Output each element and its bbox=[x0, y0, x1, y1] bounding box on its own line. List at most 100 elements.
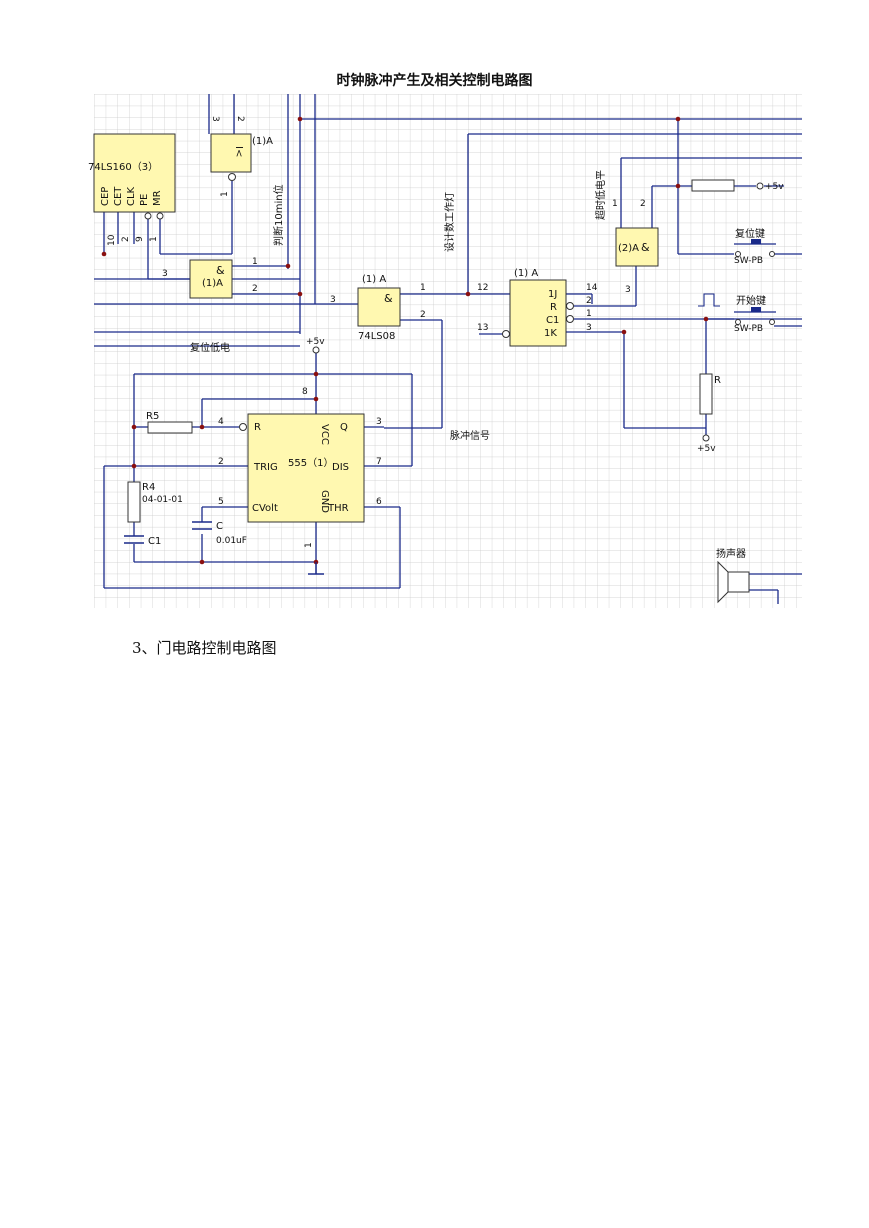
svg-text:R: R bbox=[550, 302, 557, 313]
svg-text:74LS08: 74LS08 bbox=[358, 331, 395, 342]
svg-text:(1)A: (1)A bbox=[202, 278, 223, 289]
svg-text:SW-PB: SW-PB bbox=[734, 256, 763, 266]
svg-text:2: 2 bbox=[235, 116, 245, 122]
svg-text:C1: C1 bbox=[148, 536, 161, 547]
svg-text:R5: R5 bbox=[146, 411, 159, 422]
svg-text:+5v: +5v bbox=[306, 337, 325, 347]
capacitor-c1: C1 bbox=[124, 535, 161, 547]
svg-text:C: C bbox=[216, 521, 223, 532]
svg-text:1: 1 bbox=[612, 199, 618, 209]
comparator-gate: I< (1)A 3 2 1 bbox=[210, 116, 273, 197]
resistor-top-right: +5v bbox=[691, 179, 784, 192]
svg-text:74LS160（3）: 74LS160（3） bbox=[88, 161, 158, 173]
capacitor-c: C 0.01uF bbox=[192, 521, 247, 546]
section-heading: 3、门电路控制电路图 bbox=[132, 639, 277, 657]
svg-text:4: 4 bbox=[218, 417, 224, 427]
svg-text:THR: THR bbox=[327, 503, 349, 514]
svg-text:2: 2 bbox=[420, 310, 426, 320]
svg-text:(2)A: (2)A bbox=[618, 243, 639, 254]
svg-text:2: 2 bbox=[252, 284, 258, 294]
svg-text:C1: C1 bbox=[546, 315, 559, 326]
svg-text:(1) A: (1) A bbox=[362, 274, 386, 285]
svg-text:555（1）: 555（1） bbox=[288, 457, 333, 469]
svg-text:5: 5 bbox=[218, 497, 224, 507]
svg-text:1: 1 bbox=[149, 236, 159, 242]
speaker: 扬声器 bbox=[716, 547, 750, 604]
svg-text:TRIG: TRIG bbox=[253, 462, 278, 473]
svg-text:VCC: VCC bbox=[319, 424, 330, 445]
svg-text:2: 2 bbox=[640, 199, 646, 209]
svg-text:DIS: DIS bbox=[332, 462, 349, 473]
svg-text:14: 14 bbox=[586, 283, 598, 293]
svg-text:CVolt: CVolt bbox=[252, 503, 278, 514]
svg-text:R4: R4 bbox=[142, 482, 155, 493]
svg-text:10: 10 bbox=[107, 234, 117, 246]
svg-text:R: R bbox=[714, 375, 721, 386]
jk-flip-flop: (1) A 1J R C1 1K 12 13 14 2 1 3 bbox=[477, 268, 598, 347]
svg-text:1: 1 bbox=[304, 542, 314, 548]
svg-text:04-01-01: 04-01-01 bbox=[142, 495, 183, 505]
svg-text:1: 1 bbox=[586, 309, 592, 319]
svg-text:CET: CET bbox=[113, 186, 124, 206]
resistor-r5: R5 bbox=[146, 411, 193, 434]
svg-text:3: 3 bbox=[162, 269, 168, 279]
svg-text:3: 3 bbox=[330, 295, 336, 305]
svg-text:3: 3 bbox=[376, 417, 382, 427]
svg-text:2: 2 bbox=[218, 457, 224, 467]
vcc-555: +5v 8 bbox=[302, 337, 325, 397]
reset-key-switch: 复位键 SW-PB bbox=[734, 227, 776, 266]
svg-text:SW-PB: SW-PB bbox=[734, 324, 763, 334]
svg-text:13: 13 bbox=[477, 323, 488, 333]
svg-text:I<: I< bbox=[233, 146, 244, 157]
and-gate-1: & (1)A 1 2 3 bbox=[162, 257, 258, 299]
svg-text:0.01uF: 0.01uF bbox=[216, 536, 247, 546]
svg-text:Q: Q bbox=[340, 422, 348, 433]
junctions bbox=[101, 116, 709, 565]
start-key-switch: 开始键 SW-PB bbox=[698, 293, 776, 334]
svg-text:7: 7 bbox=[376, 457, 382, 467]
svg-text:12: 12 bbox=[477, 283, 488, 293]
ground-symbol bbox=[308, 562, 324, 575]
svg-text:&: & bbox=[384, 292, 393, 305]
svg-text:9: 9 bbox=[135, 236, 145, 242]
svg-text:PE: PE bbox=[139, 194, 150, 206]
svg-text:2: 2 bbox=[586, 296, 592, 306]
svg-text:6: 6 bbox=[376, 497, 382, 507]
timeout-low-label: 超时低电平 bbox=[594, 170, 607, 220]
svg-text:1J: 1J bbox=[548, 289, 557, 300]
svg-text:复位键: 复位键 bbox=[735, 227, 765, 240]
svg-text:CEP: CEP bbox=[100, 187, 111, 206]
judge-10min-label: 判断10min位 bbox=[272, 184, 285, 246]
wires bbox=[94, 94, 802, 604]
svg-text:扬声器: 扬声器 bbox=[716, 547, 746, 560]
svg-text:开始键: 开始键 bbox=[736, 294, 766, 307]
resistor-r-right: R +5v bbox=[697, 373, 721, 454]
diagram-title: 时钟脉冲产生及相关控制电路图 bbox=[336, 73, 533, 89]
svg-text:CLK: CLK bbox=[126, 186, 137, 206]
svg-text:(1) A: (1) A bbox=[514, 268, 538, 279]
reset-low-label: 复位低电 bbox=[190, 341, 230, 354]
svg-text:MR: MR bbox=[152, 190, 163, 206]
svg-text:1: 1 bbox=[420, 283, 426, 293]
svg-text:R: R bbox=[254, 422, 261, 433]
svg-text:&: & bbox=[216, 264, 225, 277]
svg-text:3: 3 bbox=[210, 116, 220, 122]
svg-text:1K: 1K bbox=[544, 328, 557, 339]
count-work-light-label: 设计数工作灯 bbox=[443, 192, 456, 252]
and-gate-3: (2)A & 1 2 3 bbox=[612, 199, 659, 295]
svg-text:1: 1 bbox=[220, 191, 230, 197]
svg-text:GND: GND bbox=[319, 490, 330, 513]
svg-text:+5v: +5v bbox=[697, 444, 716, 454]
svg-text:+5v: +5v bbox=[765, 182, 784, 192]
svg-text:&: & bbox=[641, 241, 650, 254]
svg-text:3: 3 bbox=[625, 285, 631, 295]
timer-555: R VCC Q TRIG 555（1） DIS CVolt GND THR 4 … bbox=[218, 413, 382, 548]
circuit-diagram: 74LS160（3） CEP CET CLK PE MR 10 2 9 1 I<… bbox=[88, 94, 802, 608]
svg-text:8: 8 bbox=[302, 387, 308, 397]
pulse-signal-label: 脉冲信号 bbox=[450, 429, 490, 442]
resistor-r4: R4 04-01-01 bbox=[127, 481, 183, 523]
and-gate-74ls08: & (1) A 74LS08 3 1 2 bbox=[330, 274, 426, 342]
svg-text:3: 3 bbox=[586, 323, 592, 333]
counter-74ls160: 74LS160（3） CEP CET CLK PE MR 10 2 9 1 bbox=[88, 133, 176, 246]
svg-text:1: 1 bbox=[252, 257, 258, 267]
